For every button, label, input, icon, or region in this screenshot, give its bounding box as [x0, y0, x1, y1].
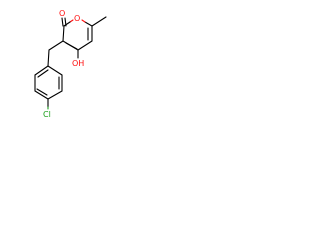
bond-c2-c3 — [62, 25, 65, 42]
bond-c2-o1-red — [69, 19, 74, 23]
bond-ar3-ar4 — [47, 90, 63, 100]
bond-ch2-aryl — [47, 49, 50, 67]
bond-ar6-ar1-double — [37, 69, 49, 78]
bond-c3-c4-double — [65, 42, 78, 50]
chlorine-label: Cl — [43, 110, 51, 119]
bond-c2-o1 — [63, 21, 71, 27]
structure-drawing: O O OH Cl — [34, 9, 107, 119]
bond-carbonyl-1 — [61, 17, 64, 27]
carbonyl-oxygen-label: O — [59, 9, 65, 18]
ring-oxygen-label: O — [74, 14, 80, 23]
bond-carbonyl-2 — [64, 17, 67, 27]
bond-o1-c6-red — [81, 19, 86, 23]
hydroxyl-label: OH — [72, 59, 84, 68]
bond-ar6-ar1 — [34, 65, 49, 76]
molecule-diagram: O O OH Cl — [0, 0, 150, 150]
bond-ar4-ar5-double — [36, 88, 48, 96]
bond-c4-c5 — [77, 40, 93, 51]
bond-methyl — [91, 16, 107, 27]
bond-c3-ch2 — [48, 40, 64, 51]
bond-ar1-ar2 — [47, 65, 63, 76]
bond-c6-o1 — [84, 21, 93, 27]
bond-ar4-ar5 — [34, 90, 49, 100]
